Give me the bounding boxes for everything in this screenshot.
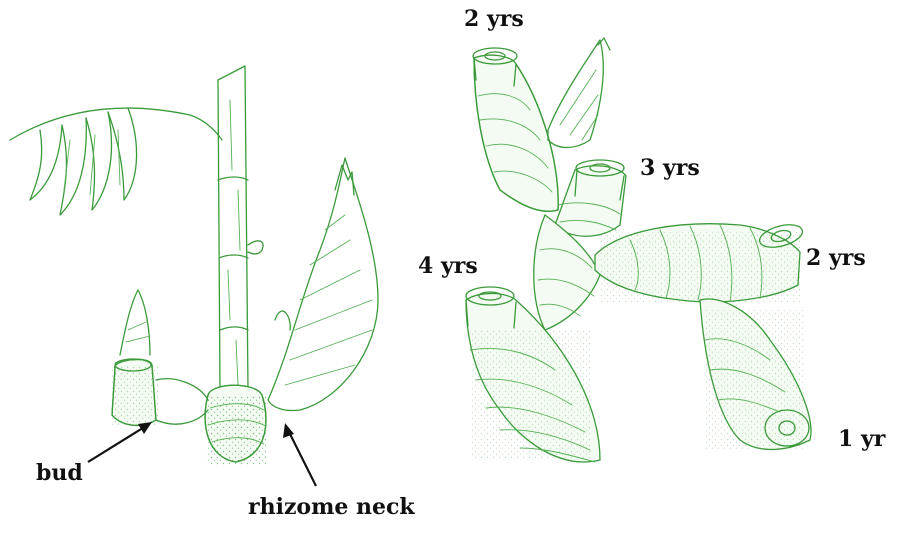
rhizome-segment-2yrs-top: [473, 48, 558, 211]
rhizome-segment-3yrs: [555, 160, 626, 236]
shoot-near-top: [548, 38, 610, 148]
label-age-2yrs-right: 2 yrs: [806, 247, 866, 269]
leaf-cluster: [10, 108, 222, 215]
label-age-3yrs: 3 yrs: [640, 157, 700, 179]
label-rhizome-neck: rhizome neck: [248, 496, 415, 518]
bud-drawing: [110, 290, 208, 425]
label-age-1yr: 1 yr: [838, 428, 885, 450]
culm-stem: [218, 66, 263, 390]
label-age-2yrs-top: 2 yrs: [464, 8, 524, 30]
rhizome-base: [205, 385, 266, 465]
left-plant-drawing: [10, 66, 378, 465]
rhizome-system-drawing: [466, 38, 811, 462]
rhizome-neck-arrow: [283, 423, 316, 486]
label-bud: bud: [36, 462, 83, 484]
young-shoot: [268, 158, 378, 411]
rhizome-segment-4yrs: [466, 215, 600, 462]
label-age-4yrs: 4 yrs: [418, 255, 478, 277]
bud-arrow: [88, 422, 152, 462]
rhizome-segment-1yr: [700, 299, 811, 450]
rhizome-segment-2yrs-right: [595, 221, 805, 302]
